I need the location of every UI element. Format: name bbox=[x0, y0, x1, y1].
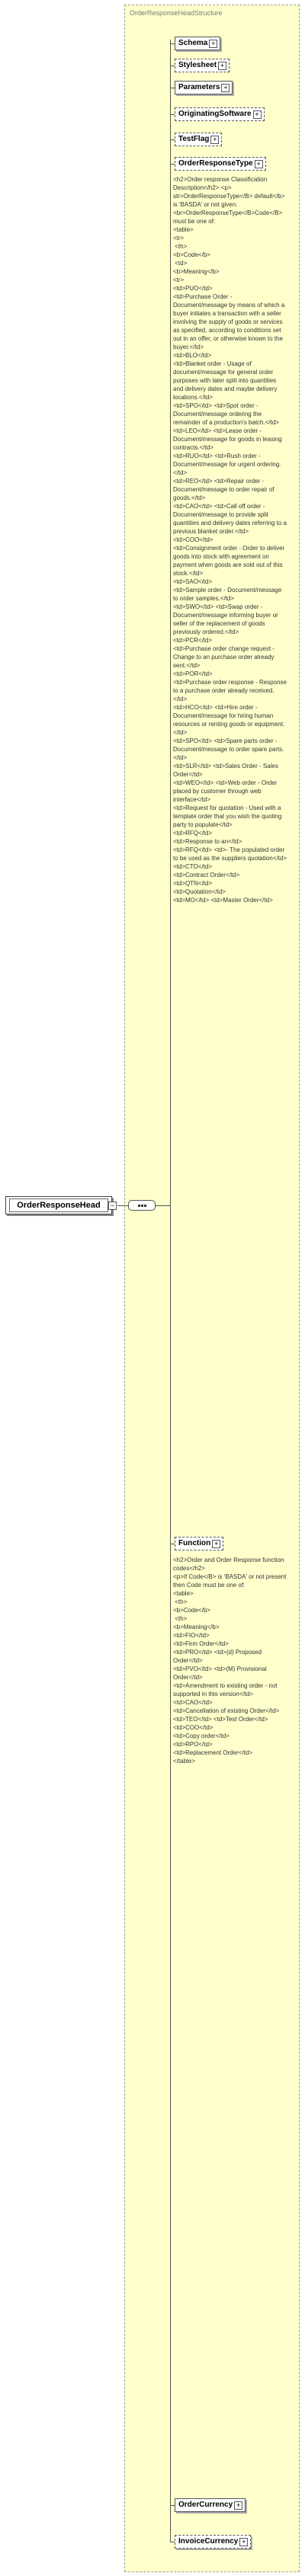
expand-icon[interactable]: + bbox=[254, 160, 263, 168]
element-label: TestFlag bbox=[178, 135, 210, 143]
expand-icon[interactable]: + bbox=[239, 2538, 249, 2546]
collapse-toggle[interactable]: − bbox=[108, 1202, 117, 1210]
expand-icon[interactable]: + bbox=[218, 62, 227, 70]
expand-icon[interactable]: + bbox=[212, 1540, 221, 1548]
order-response-type-annotation: <h2>Order response Classification Descri… bbox=[173, 176, 287, 904]
structure-panel bbox=[124, 5, 300, 2572]
element-label: OriginatingSoftware bbox=[178, 110, 252, 118]
expand-icon[interactable]: + bbox=[210, 136, 220, 144]
element-label: Function bbox=[178, 1539, 211, 1547]
root-element-box[interactable]: OrderResponseHead − bbox=[5, 1196, 117, 1214]
expand-icon[interactable]: + bbox=[252, 110, 262, 119]
structure-title: OrderResponseHeadStructure bbox=[130, 9, 223, 17]
connector-line bbox=[156, 1205, 170, 1206]
element-parameters[interactable]: Parameters+ bbox=[175, 81, 233, 94]
element-order-response-type[interactable]: OrderResponseType+ bbox=[175, 157, 266, 171]
element-invoice-currency[interactable]: InvoiceCurrency+ bbox=[175, 2535, 252, 2549]
root-element-label: OrderResponseHead bbox=[9, 1198, 108, 1212]
sequence-compositor bbox=[128, 1200, 156, 1211]
element-label: InvoiceCurrency bbox=[178, 2537, 239, 2546]
element-schema[interactable]: Schema+ bbox=[175, 37, 221, 50]
expand-icon[interactable]: + bbox=[209, 40, 218, 48]
expand-icon[interactable]: + bbox=[221, 84, 230, 92]
sequence-branch-line bbox=[170, 40, 171, 2542]
element-label: OrderResponseType bbox=[178, 159, 253, 168]
element-function[interactable]: Function+ bbox=[175, 1537, 224, 1550]
connector-line bbox=[117, 1205, 128, 1206]
element-label: Parameters bbox=[178, 83, 220, 91]
function-annotation: <h2>Order and Order Response function co… bbox=[173, 1557, 287, 1765]
element-label: Schema bbox=[178, 39, 208, 47]
expand-icon[interactable]: + bbox=[234, 2501, 243, 2510]
element-order-currency[interactable]: OrderCurrency+ bbox=[175, 2498, 246, 2512]
element-stylesheet[interactable]: Stylesheet+ bbox=[175, 59, 230, 72]
element-label: OrderCurrency bbox=[178, 2501, 233, 2509]
element-label: Stylesheet bbox=[178, 61, 217, 69]
element-test-flag[interactable]: TestFlag+ bbox=[175, 133, 223, 146]
element-originating-software[interactable]: OriginatingSoftware+ bbox=[175, 107, 265, 121]
